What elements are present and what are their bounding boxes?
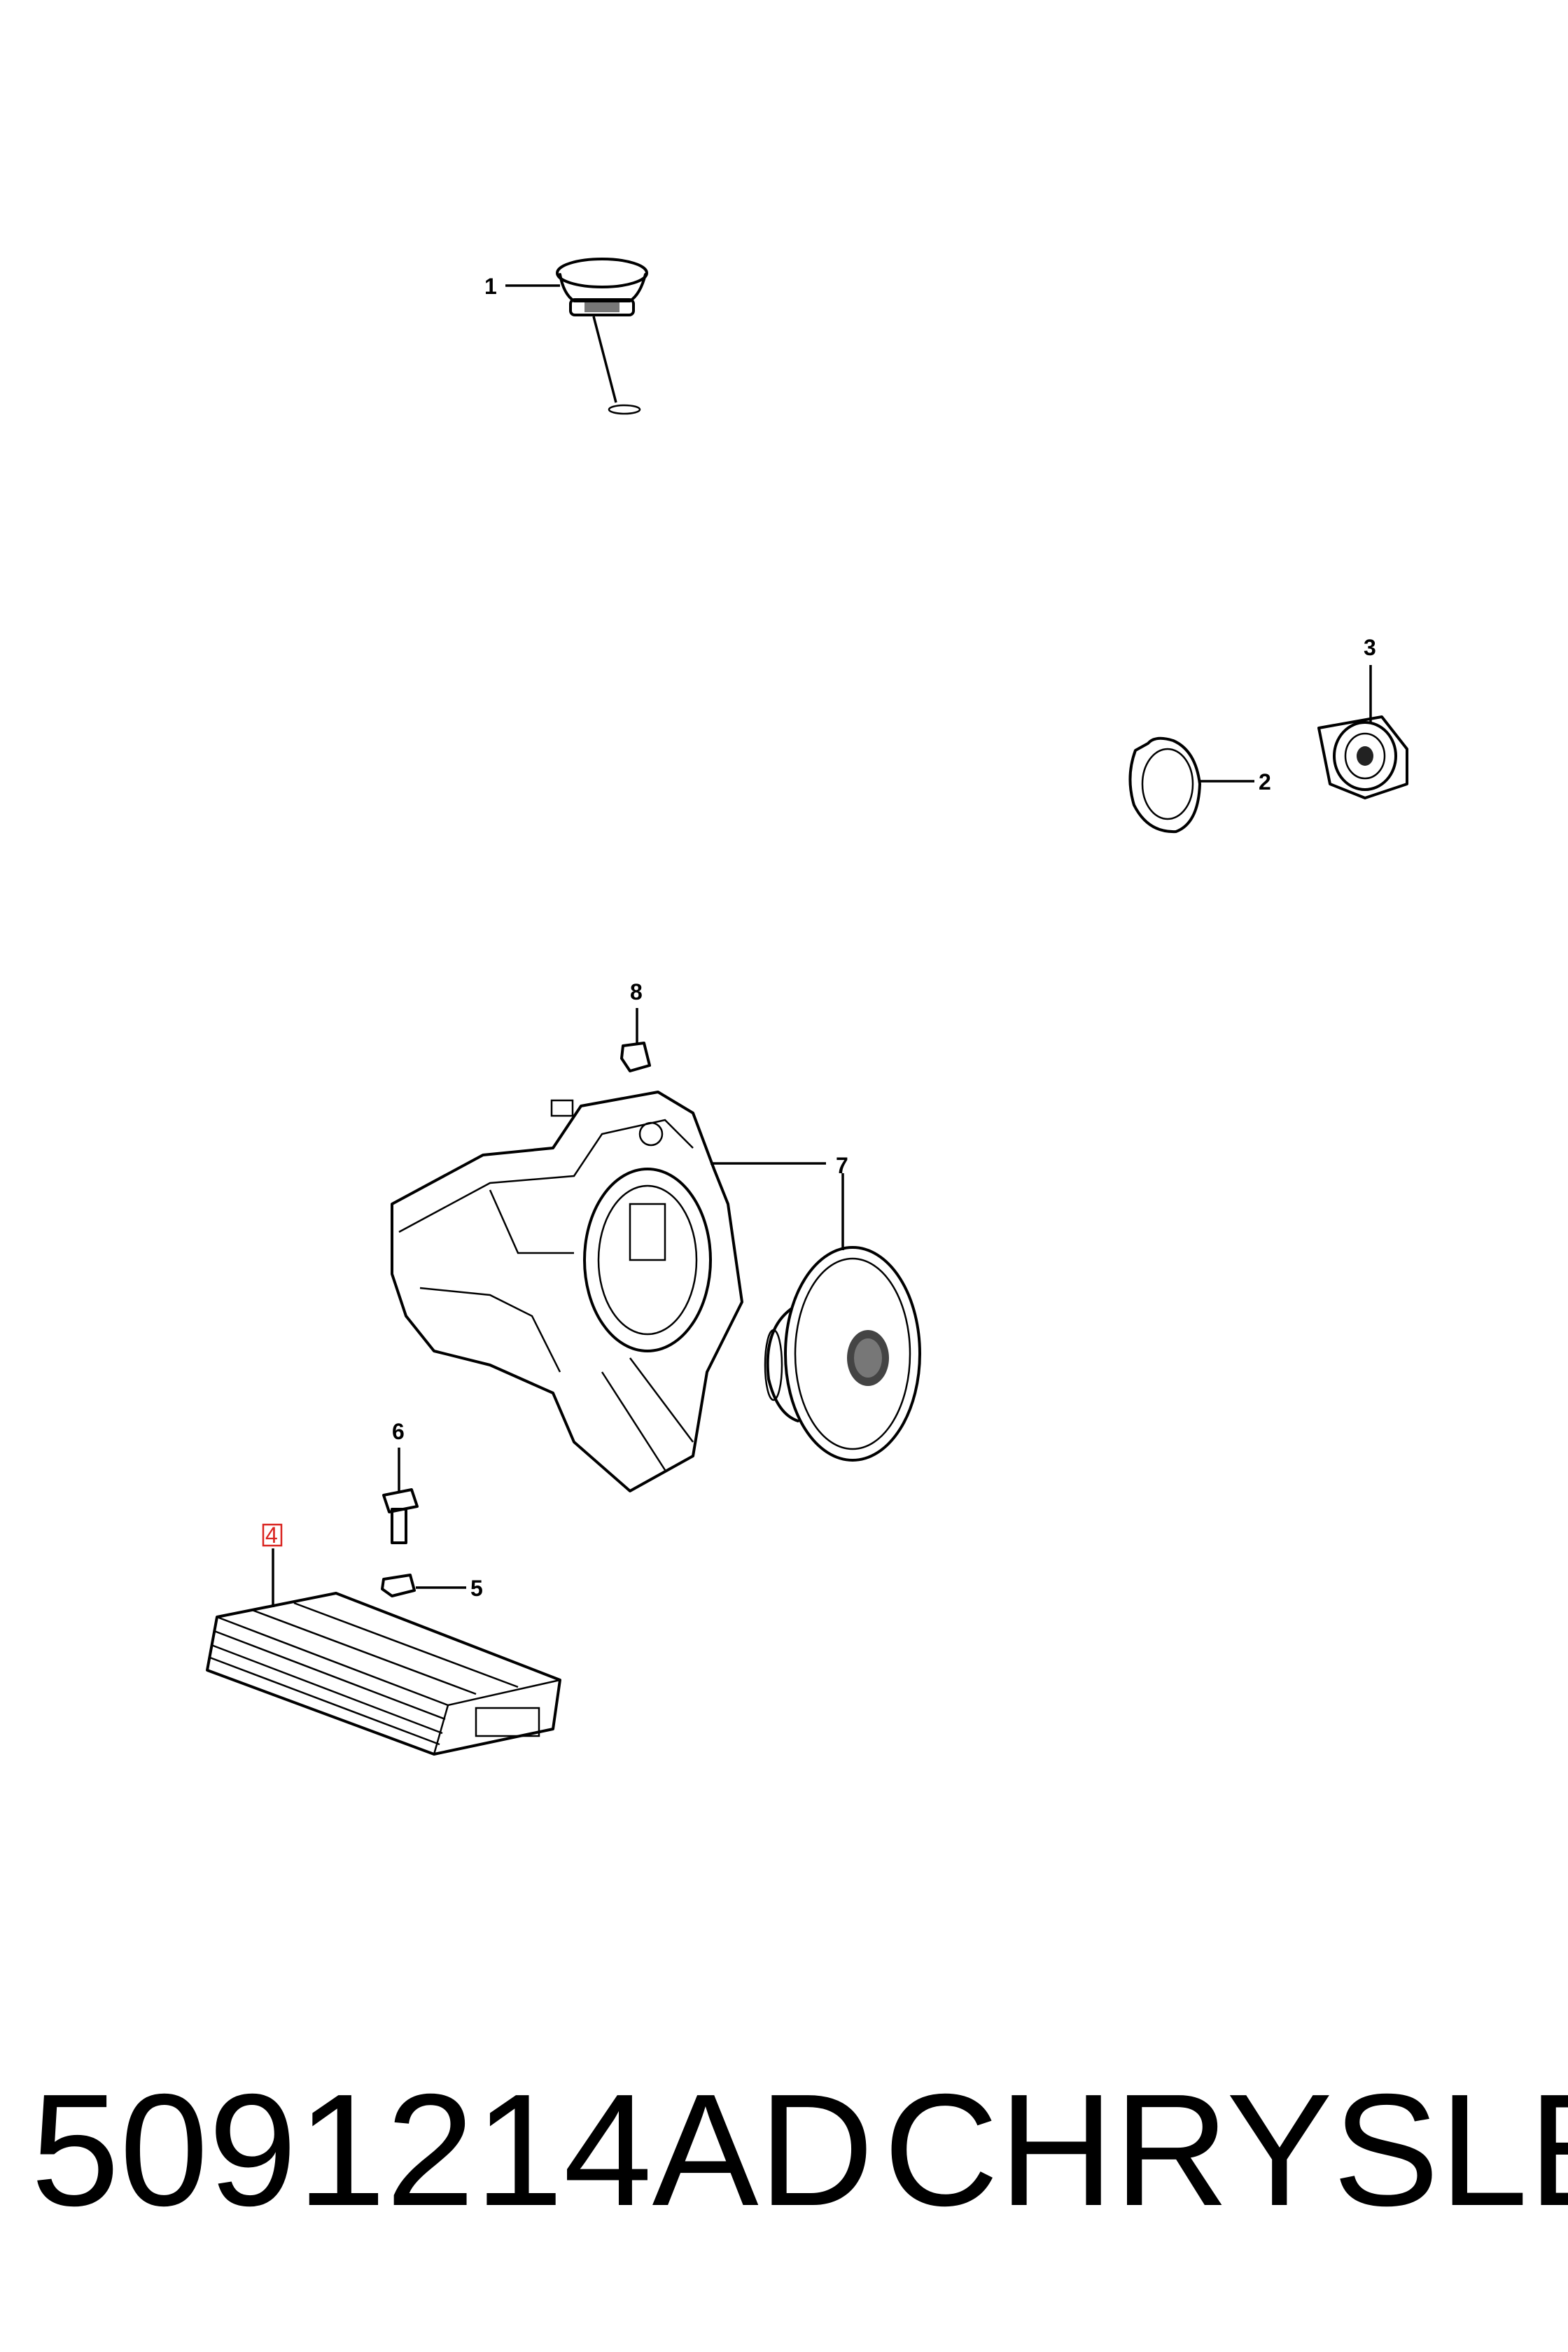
- callout-1: 1: [484, 274, 497, 299]
- callout-6: 6: [392, 1419, 405, 1444]
- callout-8: 8: [630, 979, 643, 1004]
- footer-brand: CHRYSLER: [883, 2062, 1568, 2239]
- part-6-bolt: 6: [382, 1419, 419, 1544]
- callout-2: 2: [1259, 769, 1271, 794]
- callout-4: 4: [265, 1522, 278, 1548]
- part-3-speaker: 3: [1317, 635, 1408, 799]
- part-2-speaker-ring: 2: [1128, 736, 1271, 834]
- part-7-coaxial-speaker: [764, 1173, 921, 1462]
- part-1-tweeter: 1: [484, 258, 648, 415]
- footer-part-number: 5091214AD: [31, 2062, 874, 2239]
- speaker-grille: [847, 1330, 889, 1386]
- part-8-clip: 8: [620, 979, 651, 1072]
- callout-5: 5: [470, 1576, 483, 1601]
- callout-7: 7: [836, 1153, 848, 1178]
- part-5-nut: 5: [381, 1574, 483, 1601]
- part-7-speaker-enclosure: 7: [391, 1091, 848, 1492]
- part-4-amplifier: 4: [206, 1522, 561, 1756]
- callout-3: 3: [1364, 635, 1376, 660]
